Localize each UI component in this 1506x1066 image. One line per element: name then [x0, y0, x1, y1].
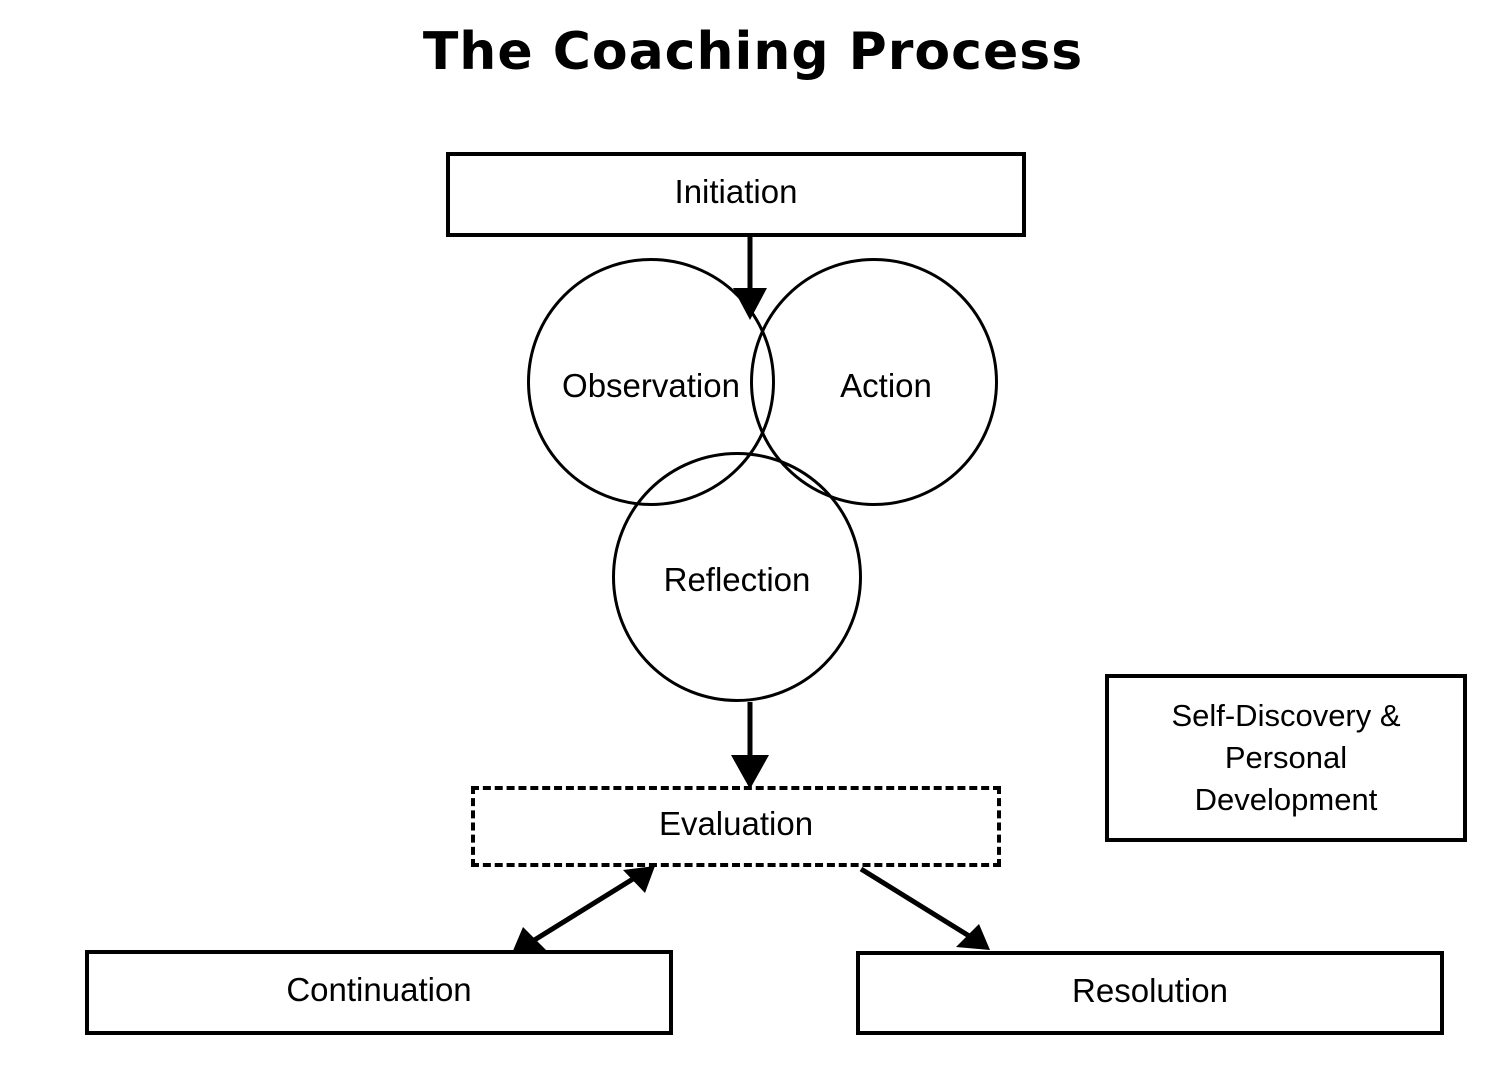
node-observation-label: Observation: [562, 367, 740, 404]
arrow-evaluation-to-resolution: [859, 866, 990, 950]
node-initiation-label: Initiation: [674, 173, 798, 210]
node-observation[interactable]: Observation: [527, 258, 775, 506]
node-self-discovery[interactable]: Self-Discovery & Personal Development: [1105, 674, 1467, 842]
node-resolution[interactable]: Resolution: [856, 951, 1444, 1035]
node-action[interactable]: Action: [750, 258, 998, 506]
self-discovery-line-3: Development: [1194, 782, 1378, 817]
self-discovery-line-1: Self-Discovery &: [1171, 698, 1401, 733]
diagram-title: The Coaching Process: [422, 22, 1084, 82]
node-continuation-label: Continuation: [286, 971, 472, 1008]
node-action-label: Action: [840, 367, 932, 404]
node-self-discovery-label: Self-Discovery & Personal Development: [1109, 695, 1463, 821]
node-continuation[interactable]: Continuation: [85, 950, 673, 1035]
node-reflection-label: Reflection: [663, 561, 811, 598]
node-evaluation-label: Evaluation: [658, 805, 814, 842]
node-resolution-label: Resolution: [1072, 972, 1228, 1009]
node-reflection[interactable]: Reflection: [612, 452, 862, 702]
self-discovery-line-2: Personal: [1224, 740, 1348, 775]
arrow-reflection-to-evaluation: [731, 702, 769, 789]
arrow-evaluation-continuation: [512, 866, 655, 953]
node-initiation[interactable]: Initiation: [446, 152, 1026, 237]
node-evaluation[interactable]: Evaluation: [471, 786, 1001, 867]
